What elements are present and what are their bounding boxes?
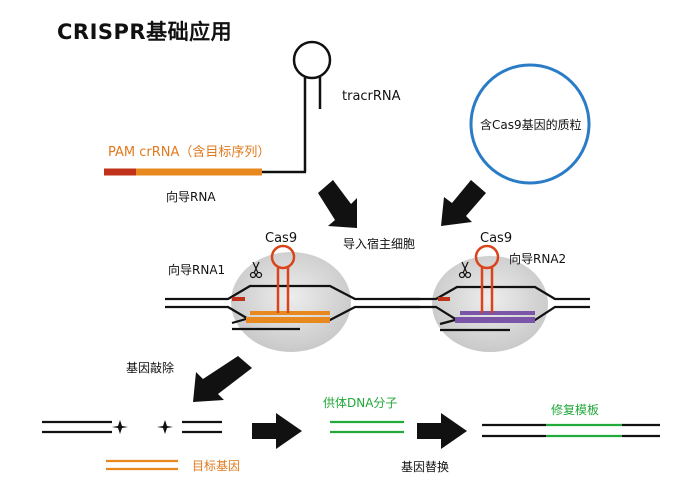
scissors-icon [458, 261, 472, 279]
arrow-icon [193, 180, 486, 449]
plasmid-circle [469, 63, 591, 185]
repaired-dna [482, 423, 660, 438]
donor-dna-strands [330, 420, 404, 434]
guide-rna2-label: 向导RNA2 [509, 252, 567, 266]
cas9-right-label: Cas9 [480, 231, 513, 246]
target-gene-strands [106, 459, 178, 471]
donor-dna-label: 供体DNA分子 [323, 396, 398, 410]
repair-template-label: 修复模板 [551, 403, 600, 417]
import-host-label: 导入宿主细胞 [343, 237, 416, 251]
knockout-label: 基因敲除 [126, 361, 175, 375]
guide-rna-label: 向导RNA [166, 190, 216, 204]
tracrrna-label: tracrRNA [342, 89, 401, 104]
cas9-complex-right [400, 244, 590, 352]
cas9-complex-left [165, 244, 420, 352]
plasmid-label: 含Cas9基因的质粒 [480, 118, 582, 132]
gene-replacement-label: 基因替换 [401, 460, 450, 474]
target-gene-label: 目标基因 [192, 459, 241, 473]
cut-star-icon [112, 420, 173, 434]
guide-rna1-label: 向导RNA1 [168, 263, 226, 277]
tracrrna-hairpin [292, 40, 332, 172]
cas9-left-label: Cas9 [265, 231, 298, 246]
scissors-icon [249, 261, 263, 279]
knockout-dna [42, 420, 222, 434]
pam-crrna-label: PAM crRNA（含目标序列） [108, 145, 271, 160]
page-title: CRISPR基础应用 [57, 20, 233, 44]
